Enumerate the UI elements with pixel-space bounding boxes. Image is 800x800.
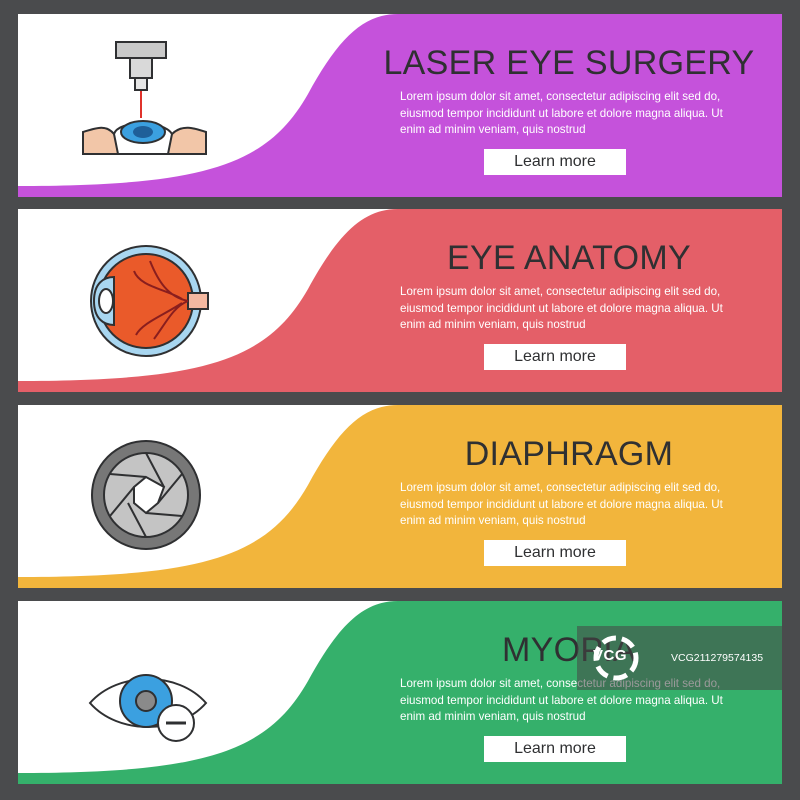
- banner-description: Lorem ipsum dolor sit amet, consectetur …: [400, 677, 723, 723]
- learn-more-button[interactable]: Learn more: [484, 540, 626, 566]
- watermark: VCG VCG211279574135: [577, 626, 782, 690]
- diaphragm-icon: [91, 440, 201, 550]
- eye-anatomy-icon: [90, 245, 209, 357]
- banner-content: EYE ANATOMY Lorem ipsum dolor sit amet, …: [382, 209, 756, 392]
- banner-laser-eye-surgery: LASER EYE SURGERY Lorem ipsum dolor sit …: [18, 14, 782, 197]
- laser-eye-surgery-icon: [82, 41, 207, 155]
- banner-content: LASER EYE SURGERY Lorem ipsum dolor sit …: [382, 14, 756, 197]
- banner-content: DIAPHRAGM Lorem ipsum dolor sit amet, co…: [382, 405, 756, 588]
- watermark-logo-text: VCG: [593, 647, 628, 664]
- myopia-icon: [88, 674, 208, 742]
- learn-more-button[interactable]: Learn more: [484, 149, 626, 175]
- banner-description: Lorem ipsum dolor sit amet, consectetur …: [400, 285, 723, 331]
- banner-diaphragm: DIAPHRAGM Lorem ipsum dolor sit amet, co…: [18, 405, 782, 588]
- watermark-id: VCG211279574135: [671, 652, 764, 664]
- banner-eye-anatomy: EYE ANATOMY Lorem ipsum dolor sit amet, …: [18, 209, 782, 392]
- watermark-logo-icon: [593, 635, 639, 681]
- learn-more-button[interactable]: Learn more: [484, 736, 626, 762]
- banner-description: Lorem ipsum dolor sit amet, consectetur …: [400, 90, 723, 136]
- banner-description: Lorem ipsum dolor sit amet, consectetur …: [400, 481, 723, 527]
- banner-title: LASER EYE SURGERY: [383, 44, 755, 82]
- learn-more-button[interactable]: Learn more: [484, 344, 626, 370]
- banner-title: EYE ANATOMY: [447, 239, 691, 277]
- banner-title: DIAPHRAGM: [464, 435, 674, 473]
